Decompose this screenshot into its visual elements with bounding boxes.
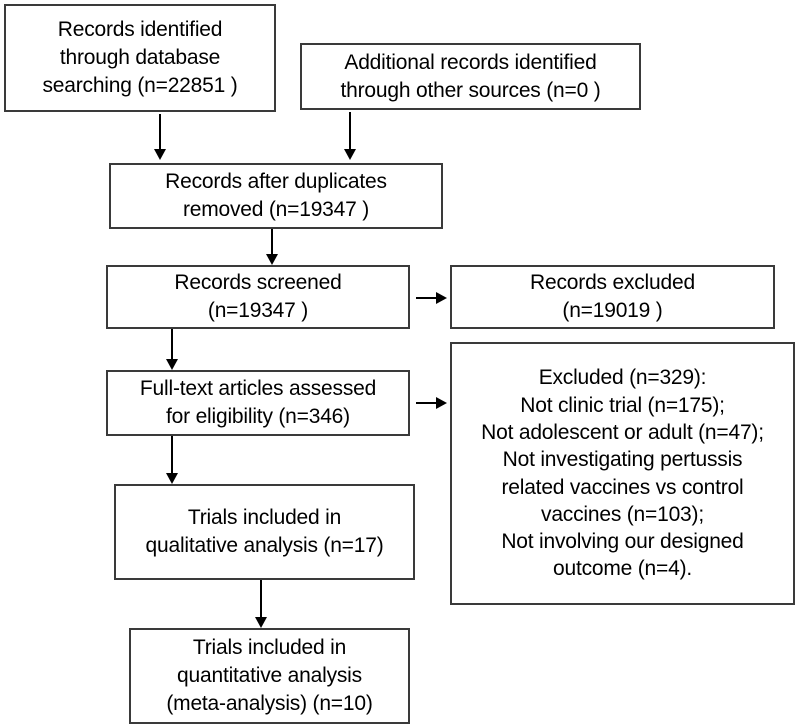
arrow-stem: [260, 580, 262, 618]
arrow-stem: [349, 112, 351, 150]
node-records-screened: Records screened (n=19347 ): [106, 265, 410, 329]
node-records-identified-database: Records identified through database sear…: [4, 4, 276, 112]
node-records-screened-label: Records screened (n=19347 ): [174, 271, 342, 322]
arrow-identified-to-duplicates: [153, 114, 167, 160]
arrow-head: [166, 359, 178, 370]
arrow-head: [154, 149, 166, 160]
arrow-stem: [171, 436, 173, 474]
arrow-stem: [171, 329, 173, 360]
arrow-stem: [416, 297, 438, 299]
node-full-text-articles-assessed-label: Full-text articles assessed for eligibil…: [139, 377, 377, 428]
node-additional-records-other-sources-label: Additional records identified through ot…: [340, 50, 601, 102]
node-additional-records-other-sources: Additional records identified through ot…: [300, 43, 641, 110]
arrow-head: [166, 473, 178, 484]
arrow-head: [344, 149, 356, 160]
arrow-duplicates-to-screened: [265, 229, 279, 265]
arrow-screened-to-fulltext: [165, 329, 179, 370]
arrow-additional-to-duplicates: [343, 112, 357, 160]
node-trials-qualitative: Trials included in qualitative analysis …: [114, 484, 415, 580]
arrow-fulltext-to-qualitative: [165, 436, 179, 484]
arrow-head: [255, 617, 267, 628]
node-full-text-excluded-reasons: Excluded (n=329): Not clinic trial (n=17…: [450, 342, 795, 605]
node-records-after-duplicates-removed: Records after duplicates removed (n=1934…: [109, 163, 443, 229]
node-records-excluded: Records excluded (n=19019 ): [450, 265, 775, 329]
node-trials-quantitative-label: Trials included in quantitative analysis…: [166, 636, 373, 715]
node-trials-quantitative: Trials included in quantitative analysis…: [129, 628, 410, 724]
node-full-text-articles-assessed: Full-text articles assessed for eligibil…: [106, 370, 410, 436]
node-full-text-excluded-reasons-label: Excluded (n=329): Not clinic trial (n=17…: [481, 366, 764, 581]
arrow-qualitative-to-quantitative: [254, 580, 268, 628]
arrow-fulltext-to-excluded-reasons: [416, 396, 447, 410]
arrow-stem: [416, 402, 438, 404]
node-records-identified-database-label: Records identified through database sear…: [42, 18, 238, 97]
arrow-head: [436, 292, 447, 304]
node-records-after-duplicates-removed-label: Records after duplicates removed (n=1934…: [165, 170, 387, 221]
arrow-stem: [271, 229, 273, 255]
node-trials-qualitative-label: Trials included in qualitative analysis …: [145, 506, 384, 557]
arrow-head: [436, 397, 447, 409]
arrow-screened-to-excluded: [416, 291, 447, 305]
node-records-excluded-label: Records excluded (n=19019 ): [530, 271, 695, 322]
arrow-head: [266, 254, 278, 265]
arrow-stem: [159, 114, 161, 150]
